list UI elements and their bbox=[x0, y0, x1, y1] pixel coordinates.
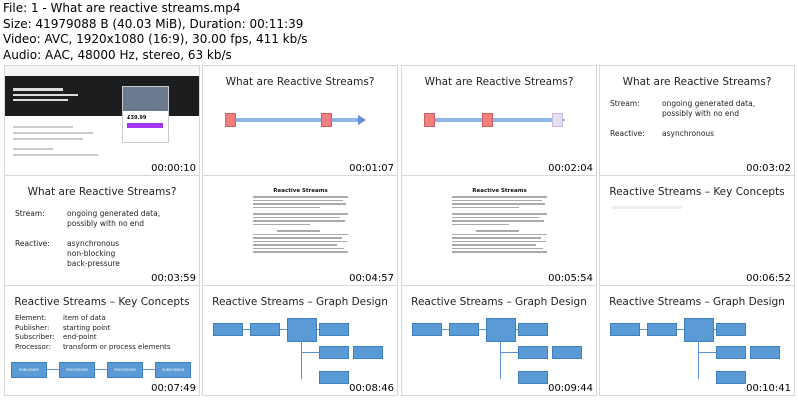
processor-box bbox=[486, 318, 516, 342]
buy-button[interactable] bbox=[127, 123, 163, 128]
file-size-line: Size: 41979088 B (40.03 MiB), Duration: … bbox=[3, 16, 304, 31]
element-block bbox=[552, 113, 563, 127]
element-block bbox=[482, 113, 493, 127]
timestamp: 00:03:02 bbox=[746, 163, 791, 174]
document-page: Reactive Streams bbox=[253, 188, 348, 285]
slide-title: What are Reactive Streams? bbox=[27, 186, 177, 198]
timestamp: 00:00:10 bbox=[151, 163, 196, 174]
video-info-line: Video: AVC, 1920x1080 (16:9), 30.00 fps,… bbox=[3, 32, 308, 46]
arrowhead-icon bbox=[358, 115, 366, 125]
file-info-header: File: 1 - What are reactive streams.mp4 … bbox=[3, 1, 308, 63]
course-hero-banner bbox=[5, 76, 199, 116]
timestamp: 00:09:44 bbox=[548, 383, 593, 394]
processor-box: PROCESSOR bbox=[107, 362, 143, 378]
timestamp: 00:08:46 bbox=[349, 383, 394, 394]
timestamp: 00:05:54 bbox=[548, 273, 593, 284]
thumbnail-12[interactable]: Reactive Streams – Graph Design 00:10:41 bbox=[600, 286, 794, 395]
processor-box bbox=[250, 323, 280, 336]
thumbnail-11[interactable]: Reactive Streams – Graph Design 00:09:44 bbox=[402, 286, 596, 395]
publisher-box bbox=[610, 323, 640, 336]
slide-title: Reactive Streams – Graph Design bbox=[212, 296, 388, 308]
slide-title: Reactive Streams – Key Concepts bbox=[14, 296, 190, 308]
thumbnail-7[interactable]: Reactive Streams 00:05:54 bbox=[402, 176, 596, 285]
thumbnail-2[interactable]: What are Reactive Streams? 00:01:07 bbox=[203, 66, 397, 175]
subscriber-box bbox=[319, 371, 349, 384]
timestamp: 00:04:57 bbox=[349, 273, 394, 284]
element-block bbox=[225, 113, 236, 127]
slide-title: Reactive Streams – Graph Design bbox=[411, 296, 587, 308]
course-price: £39.99 bbox=[127, 115, 147, 121]
processor-box bbox=[449, 323, 479, 336]
thumbnail-3[interactable]: What are Reactive Streams? 00:02:04 bbox=[402, 66, 596, 175]
element-block bbox=[424, 113, 435, 127]
timestamp: 00:07:49 bbox=[151, 383, 196, 394]
processor-box bbox=[518, 323, 548, 336]
definition-list: Stream:ongoing generated data, possibly … bbox=[610, 99, 756, 138]
course-price-card: £39.99 bbox=[122, 86, 169, 143]
document-page: Reactive Streams bbox=[452, 188, 547, 285]
timestamp: 00:01:07 bbox=[349, 163, 394, 174]
publisher-box bbox=[412, 323, 442, 336]
slide-title: Reactive Streams – Key Concepts bbox=[609, 186, 785, 198]
processor-box: PROCESSOR bbox=[59, 362, 95, 378]
processor-box bbox=[353, 346, 383, 359]
processor-box bbox=[716, 346, 746, 359]
file-name-line: File: 1 - What are reactive streams.mp4 bbox=[3, 1, 241, 15]
processor-box bbox=[287, 318, 317, 342]
processor-box bbox=[647, 323, 677, 336]
thumbnail-10[interactable]: Reactive Streams – Graph Design 00:08:46 bbox=[203, 286, 397, 395]
thumbnail-6[interactable]: Reactive Streams 00:04:57 bbox=[203, 176, 397, 285]
definition-list: Stream:ongoing generated data, possibly … bbox=[15, 209, 161, 268]
element-block bbox=[321, 113, 332, 127]
processor-box bbox=[552, 346, 582, 359]
thumbnail-8[interactable]: Reactive Streams – Key Concepts 00:06:52 bbox=[600, 176, 794, 285]
faded-text bbox=[612, 206, 682, 209]
publisher-box: PUBLISHER bbox=[11, 362, 47, 378]
subscriber-box bbox=[716, 371, 746, 384]
thumbnail-9[interactable]: Reactive Streams – Key Concepts Element:… bbox=[5, 286, 199, 395]
slide-title: What are Reactive Streams? bbox=[622, 76, 772, 88]
processor-box bbox=[319, 346, 349, 359]
audio-info-line: Audio: AAC, 48000 Hz, stereo, 63 kb/s bbox=[3, 47, 232, 62]
subscriber-box bbox=[518, 371, 548, 384]
timestamp: 00:02:04 bbox=[548, 163, 593, 174]
processor-box bbox=[684, 318, 714, 342]
thumbnail-1[interactable]: £39.99 00:00:10 bbox=[5, 66, 199, 175]
stream-line bbox=[228, 118, 358, 122]
timestamp: 00:10:41 bbox=[746, 383, 791, 394]
timestamp: 00:03:59 bbox=[151, 273, 196, 284]
processor-box bbox=[518, 346, 548, 359]
slide-title: What are Reactive Streams? bbox=[424, 76, 574, 88]
timestamp: 00:06:52 bbox=[746, 273, 791, 284]
subscriber-box: SUBSCRIBER bbox=[155, 362, 191, 378]
processor-box bbox=[750, 346, 780, 359]
slide-title: What are Reactive Streams? bbox=[225, 76, 375, 88]
processor-box bbox=[716, 323, 746, 336]
slide-title: Reactive Streams – Graph Design bbox=[609, 296, 785, 308]
course-preview-image bbox=[123, 87, 168, 111]
thumbnail-5[interactable]: What are Reactive Streams? Stream:ongoin… bbox=[5, 176, 199, 285]
publisher-box bbox=[213, 323, 243, 336]
thumbnail-4[interactable]: What are Reactive Streams? Stream:ongoin… bbox=[600, 66, 794, 175]
processor-box bbox=[319, 323, 349, 336]
definition-list: Element:item of data Publisher:starting … bbox=[15, 314, 171, 351]
